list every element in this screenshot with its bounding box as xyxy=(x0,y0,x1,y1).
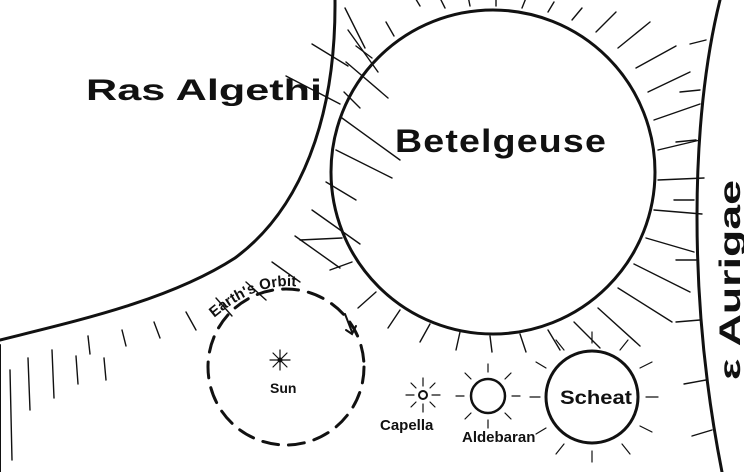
ras-algethi-label: Ras Algethi xyxy=(86,74,322,107)
earths-orbit: Earth's Orbit xyxy=(206,273,364,445)
betelgeuse-label: Betelgeuse xyxy=(395,123,607,159)
epsilon-aurigae-label: ε Aurigae xyxy=(714,180,744,380)
sun-label: Sun xyxy=(270,380,296,396)
earths-orbit-label: Earth's Orbit xyxy=(206,273,297,321)
capella-star: Capella xyxy=(380,378,440,434)
betelgeuse-corona-rays xyxy=(300,0,704,352)
scheat-label: Scheat xyxy=(560,388,633,409)
capella-label: Capella xyxy=(380,417,434,434)
aldebaran-label: Aldebaran xyxy=(462,429,535,446)
epsilon-aurigae-star: ε Aurigae xyxy=(674,0,744,472)
ras-algethi-star xyxy=(0,0,400,472)
sun-star: Sun xyxy=(270,350,296,396)
scheat-star: Scheat xyxy=(530,332,658,462)
betelgeuse-star: Betelgeuse xyxy=(300,0,704,352)
aldebaran-star: Aldebaran xyxy=(456,364,535,446)
